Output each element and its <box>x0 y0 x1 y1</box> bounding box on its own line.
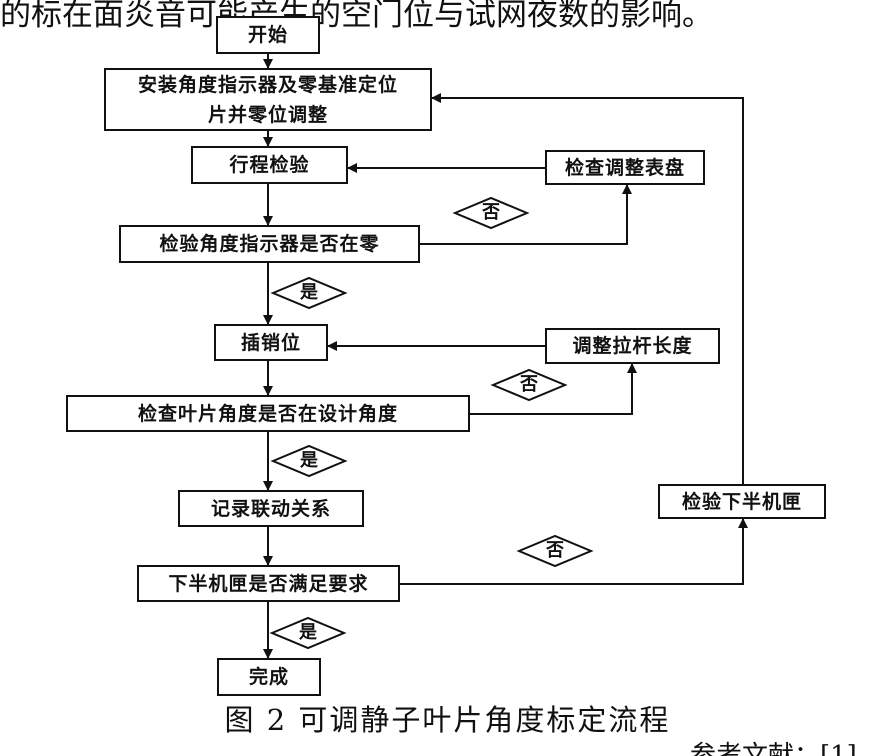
arrow-checklower-no-to-inspect <box>400 518 748 585</box>
step-install-line1: 安装角度指示器及零基准定位 <box>137 73 398 96</box>
decision-yes-3-label: 是 <box>299 622 317 643</box>
step-install-line2: 片并零位调整 <box>207 103 328 126</box>
decision-no-3-label: 否 <box>546 540 564 561</box>
arrow-checkblade-no-to-rod <box>470 363 637 415</box>
decision-diamond-no-3 <box>516 534 594 568</box>
step-adjust-dial-label: 检查调整表盘 <box>564 156 685 179</box>
arrow-checkzero-no-to-dial <box>420 184 632 245</box>
decision-no-2-label: 否 <box>520 374 538 395</box>
decision-diamond-no-1 <box>452 196 530 230</box>
step-check-blade: 检查叶片角度是否在设计角度 <box>66 395 470 432</box>
step-travel-check: 行程检验 <box>191 146 348 184</box>
bottom-text-fragment: 参考文献：[1] <box>690 741 857 756</box>
step-start-label: 开始 <box>247 24 288 46</box>
step-adjust-rod-label: 调整拉杆长度 <box>572 335 693 357</box>
arrow-inspect-to-install <box>431 93 744 484</box>
step-start: 开始 <box>216 16 320 54</box>
top-text-fragment: 的标在面炎音可能产生的空门位与试网夜数的影响。 <box>0 0 713 33</box>
step-travel-check-label: 行程检验 <box>229 154 310 176</box>
step-insert-pin: 插销位 <box>214 324 328 361</box>
step-check-zero-label: 检验角度指示器是否在零 <box>159 233 380 255</box>
decision-yes-1-label: 是 <box>300 282 318 303</box>
decision-diamond-yes-2 <box>270 444 348 478</box>
step-check-lower: 下半机匣是否满足要求 <box>137 565 400 602</box>
step-check-zero: 检验角度指示器是否在零 <box>119 225 420 263</box>
step-done: 完成 <box>217 658 321 696</box>
decision-diamond-yes-1 <box>270 276 348 310</box>
step-adjust-dial: 检查调整表盘 <box>545 150 705 185</box>
decision-diamond-no-2 <box>490 368 568 402</box>
step-check-lower-label: 下半机匣是否满足要求 <box>168 572 369 595</box>
decision-no-1-label: 否 <box>482 202 500 223</box>
figure-caption: 图 2 可调静子叶片角度标定流程 <box>224 703 671 737</box>
step-done-label: 完成 <box>248 666 289 688</box>
step-inspect-lower-label: 检验下半机匣 <box>681 490 802 513</box>
step-insert-pin-label: 插销位 <box>240 331 301 354</box>
step-inspect-lower: 检验下半机匣 <box>658 484 826 519</box>
decision-diamond-yes-3 <box>269 616 347 650</box>
step-adjust-rod: 调整拉杆长度 <box>545 328 720 364</box>
step-record: 记录联动关系 <box>178 490 364 527</box>
step-check-blade-label: 检查叶片角度是否在设计角度 <box>137 402 398 425</box>
decision-yes-2-label: 是 <box>300 450 318 471</box>
step-record-label: 记录联动关系 <box>210 497 331 520</box>
step-install: 安装角度指示器及零基准定位 片并零位调整 <box>104 68 432 131</box>
